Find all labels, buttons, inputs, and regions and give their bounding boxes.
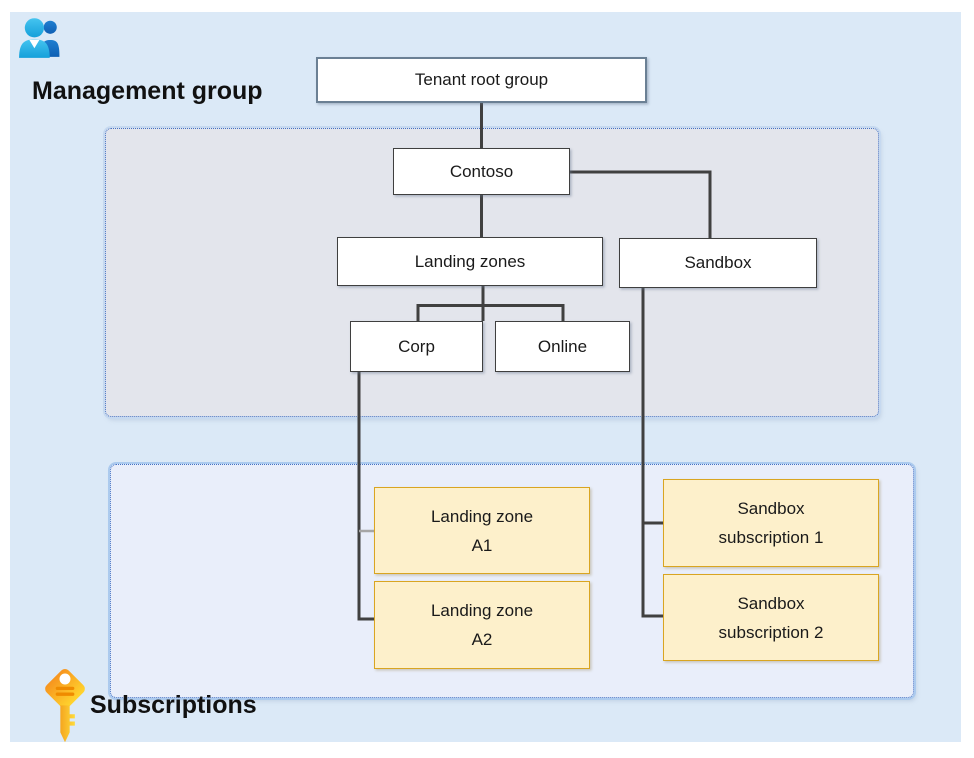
node-label: Sandbox bbox=[684, 253, 752, 272]
node-sandbox-subscription-1: Sandbox subscription 1 bbox=[663, 479, 879, 567]
node-contoso: Contoso bbox=[393, 148, 570, 195]
node-sandbox-subscription-2: Sandbox subscription 2 bbox=[663, 574, 879, 661]
management-group-heading: Management group bbox=[32, 77, 263, 105]
node-label-line1: Sandbox bbox=[737, 499, 805, 518]
node-tenant-root-group: Tenant root group bbox=[316, 57, 647, 103]
node-label-line2: subscription 1 bbox=[718, 528, 824, 547]
node-online: Online bbox=[495, 321, 630, 372]
node-label: Contoso bbox=[449, 161, 514, 181]
key-icon bbox=[40, 666, 90, 750]
node-label: Landing zones bbox=[414, 251, 526, 271]
people-icon bbox=[16, 16, 63, 59]
node-landing-zone-a1: Landing zone A1 bbox=[374, 487, 590, 574]
node-label-line2: A1 bbox=[471, 535, 493, 555]
node-label-line2: A2 bbox=[471, 630, 493, 649]
node-landing-zones: Landing zones bbox=[337, 237, 603, 286]
subscriptions-heading: Subscriptions bbox=[90, 691, 257, 719]
node-sandbox: Sandbox bbox=[619, 238, 817, 288]
node-label: Online bbox=[537, 336, 588, 356]
node-label-line1: Landing zone bbox=[430, 506, 534, 526]
node-landing-zone-a2: Landing zone A2 bbox=[374, 581, 590, 669]
node-label-line1: Sandbox bbox=[737, 593, 805, 613]
node-corp: Corp bbox=[350, 321, 483, 372]
node-label-line2: subscription 2 bbox=[718, 622, 824, 642]
node-label-line1: Landing zone bbox=[430, 601, 534, 620]
node-label: Tenant root group bbox=[414, 70, 549, 89]
node-label: Corp bbox=[398, 336, 435, 356]
